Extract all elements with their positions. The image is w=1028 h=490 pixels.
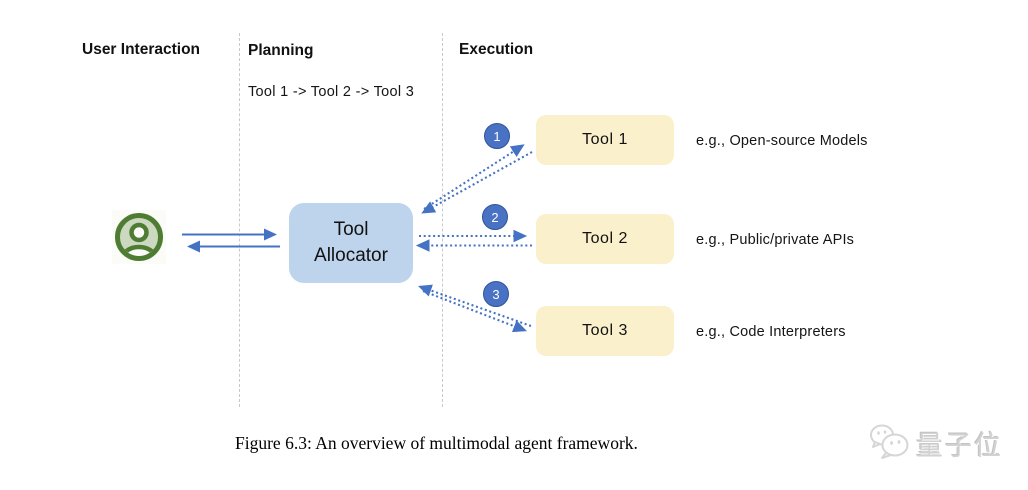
user-avatar-icon [112, 210, 166, 264]
lane-separator-2 [442, 33, 443, 407]
allocator-tool2-arrows [415, 229, 532, 252]
lane-header-execution: Execution [459, 41, 534, 58]
user-allocator-arrows [182, 228, 280, 253]
tool-allocator-label-line1: Tool [333, 219, 369, 240]
tool3-example-label: e.g., Code Interpreters [696, 324, 846, 340]
step-badge-2: 2 [482, 204, 508, 230]
allocator-tool3-arrows [418, 284, 532, 333]
lane-separator-1 [239, 33, 240, 407]
watermark: 量子位 [869, 422, 1003, 465]
tool3-node: Tool 3 [536, 306, 674, 356]
step-badge-1: 1 [484, 123, 510, 149]
figure-caption: Figure 6.3: An overview of multimodal ag… [235, 433, 638, 453]
tool-allocator-label-line2: Allocator [314, 245, 388, 266]
watermark-text: 量子位 [916, 431, 1003, 461]
tool2-example-label: e.g., Public/private APIs [696, 232, 855, 248]
tool2-node: Tool 2 [536, 214, 674, 264]
step-badge-3: 3 [483, 281, 509, 307]
plan-sequence-text: Tool 1 -> Tool 2 -> Tool 3 [248, 84, 415, 100]
allocator-tool1-arrows [421, 144, 533, 214]
chat-bubbles-icon [869, 422, 911, 465]
tool-allocator-node: Tool Allocator [289, 203, 413, 283]
tool1-example-label: e.g., Open-source Models [696, 133, 868, 149]
lane-header-user-interaction: User Interaction [82, 41, 201, 58]
lane-header-planning: Planning [248, 42, 314, 59]
tool1-node: Tool 1 [536, 115, 674, 165]
